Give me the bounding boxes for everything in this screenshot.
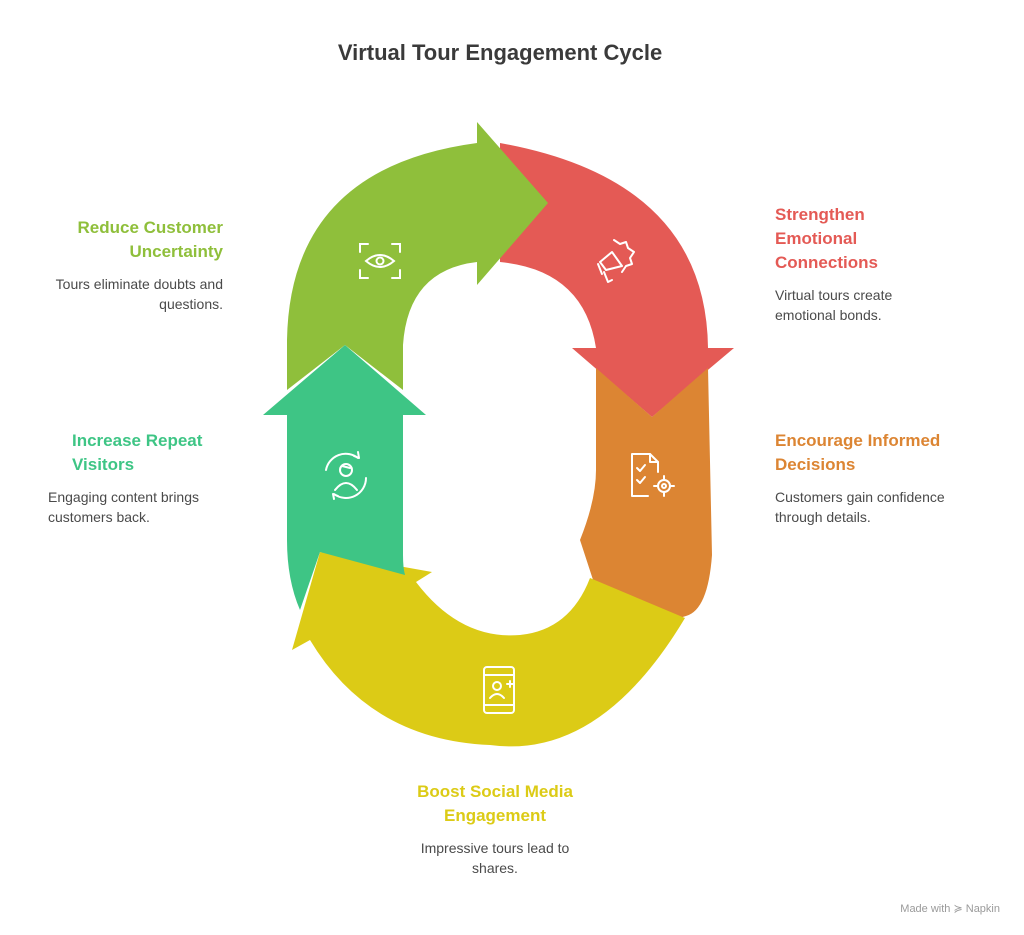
- reduce-heading: Reduce Customer Uncertainty: [77, 218, 223, 261]
- strengthen-heading: Strengthen Emotional Connections: [775, 205, 878, 272]
- made-with-napkin-footer: Made with ≽ Napkin: [900, 903, 1000, 915]
- encourage-arrow: [580, 368, 712, 638]
- megaphone-icon: [597, 239, 635, 283]
- phone-add-user-icon: [483, 666, 515, 714]
- reduce-arrow: [287, 122, 548, 390]
- boost-heading: Boost Social Media Engagement: [417, 782, 573, 825]
- eye-scan-icon: [359, 243, 401, 279]
- increase-description: Engaging content brings customers back.: [48, 489, 199, 525]
- checklist-gear-icon: [631, 453, 675, 497]
- strengthen-description: Virtual tours create emotional bonds.: [775, 287, 893, 323]
- strengthen-arrow: [500, 143, 734, 417]
- boost-arrow: [292, 552, 685, 747]
- reduce-description: Tours eliminate doubts and questions.: [55, 276, 223, 312]
- user-refresh-icon: [325, 451, 367, 500]
- boost-description: Impressive tours lead to shares.: [420, 840, 570, 876]
- increase-heading: Increase Repeat Visitors: [72, 431, 203, 474]
- encourage-description: Customers gain confidence through detail…: [775, 489, 945, 525]
- increase-arrow: [263, 345, 426, 610]
- encourage-heading: Encourage Informed Decisions: [775, 431, 941, 474]
- diagram-title: Virtual Tour Engagement Cycle: [337, 40, 663, 65]
